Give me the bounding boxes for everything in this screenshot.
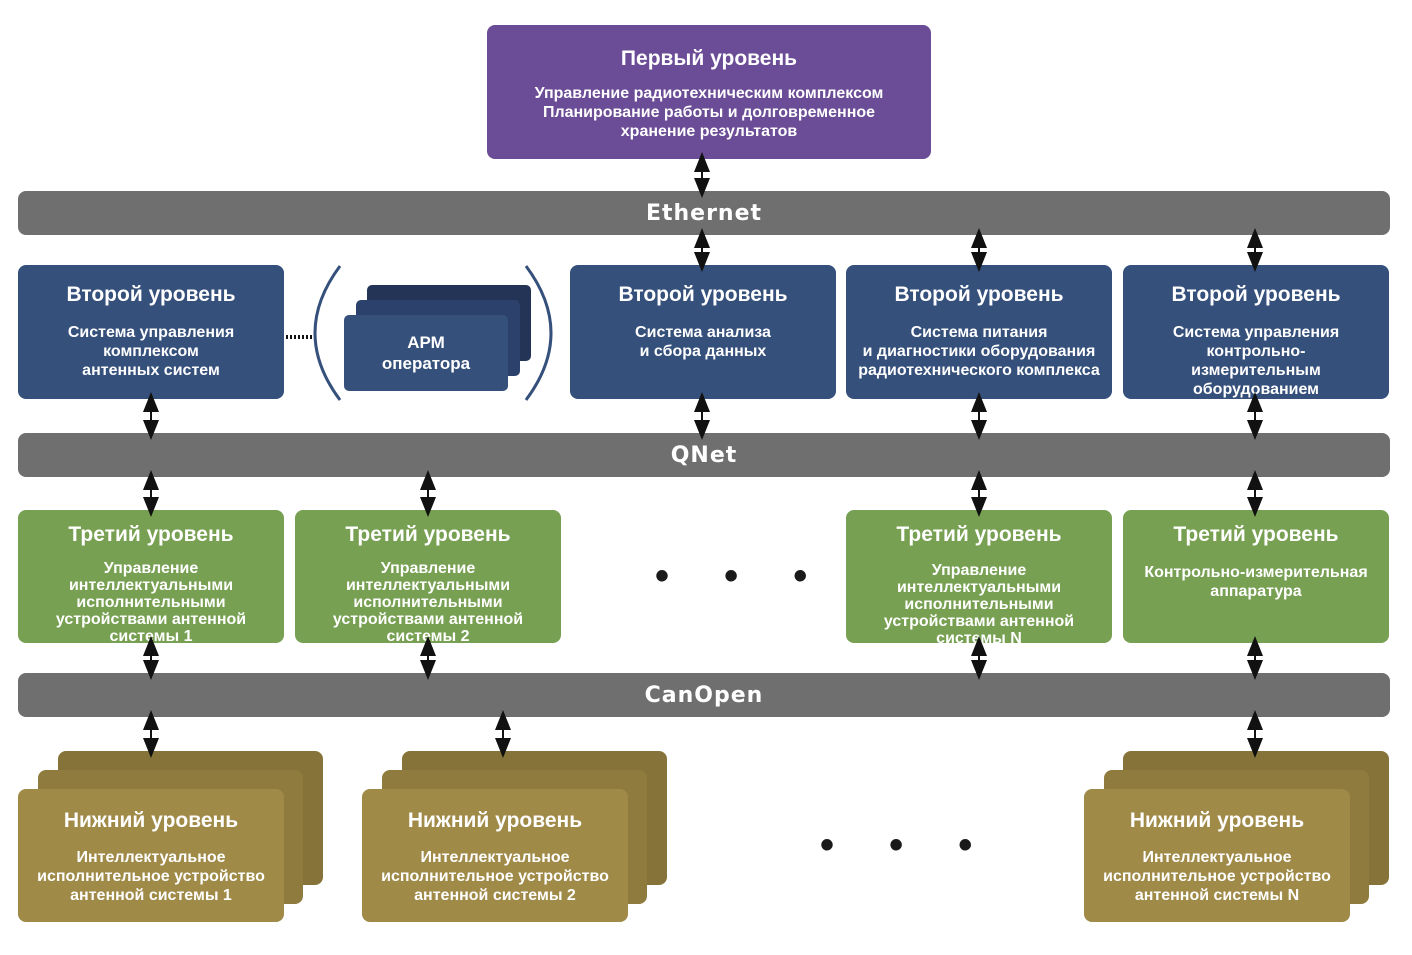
ethernet-bus: Ethernet [18,191,1390,235]
arm-left-paren [313,265,342,401]
level3-desc-line: Управление интеллектуальными [896,562,1062,596]
canopen-bus: CanOpen [18,673,1390,717]
lower-desc-line: исполнительное устройство [37,868,265,885]
level2-desc-line: Система питания [910,324,1048,341]
level2-desc-line: антенных систем [82,362,220,379]
level1-box: Первый уровень Управление радиотехническ… [487,25,931,159]
level2-title: Второй уровень [894,283,1064,306]
level1-desc-line: Управление радиотехническим комплексом [534,85,884,102]
lower-desc: Интеллектуальное исполнительное устройст… [33,848,269,905]
level2-desc-line: измерительным оборудованием [1191,362,1321,398]
level3-title: Третий уровень [345,523,511,546]
level2-box-antenna-control: Второй уровень Система управления компле… [18,265,284,399]
level3-desc: Контрольно-измерительная аппаратура [1140,563,1371,601]
level3-ellipsis: • • • [655,554,830,598]
lower-desc-line: Интеллектуальное [420,849,570,866]
level2-box-power-diagnostics: Второй уровень Система питания и диагнос… [846,265,1112,399]
lower-box-2: Нижний уровень Интеллектуальное исполнит… [362,789,628,922]
level2-title: Второй уровень [1171,283,1341,306]
lower-desc-line: исполнительное устройство [1103,868,1331,885]
level2-desc-line: Система управления [67,324,235,341]
lower-desc-line: исполнительное устройство [381,868,609,885]
level2-desc-line: и сбора данных [639,343,767,360]
level1-desc: Управление радиотехническим комплексом П… [531,84,888,141]
lower-desc: Интеллектуальное исполнительное устройст… [377,848,613,905]
arm-label-line2: оператора [381,354,471,373]
level3-desc-line: исполнительными [904,596,1054,613]
lower-box-n: Нижний уровень Интеллектуальное исполнит… [1084,789,1350,922]
lower-desc-line: антенной системы 1 [70,887,232,904]
arm-right-paren [524,265,553,401]
level3-title: Третий уровень [68,523,234,546]
level2-box-measurement-control: Второй уровень Система управления контро… [1123,265,1389,399]
lower-desc: Интеллектуальное исполнительное устройст… [1099,848,1335,905]
lower-desc-line: Интеллектуальное [76,849,226,866]
level1-title: Первый уровень [620,47,798,70]
level1-desc-line: Планирование работы и долговременное [542,104,876,121]
level3-desc-line: Управление интеллектуальными [68,560,234,594]
level3-desc-line: Контрольно-измерительная [1144,564,1368,581]
level2-box-data-analysis: Второй уровень Система анализа и сбора д… [570,265,836,399]
level2-desc-line: Система управления [1172,324,1340,341]
level2-desc-line: комплексом [103,343,199,360]
level3-desc-line: Управление интеллектуальными [345,560,511,594]
level1-desc-line: хранение результатов [620,123,798,140]
lower-box-1: Нижний уровень Интеллектуальное исполнит… [18,789,284,922]
level2-desc: Система питания и диагностики оборудован… [854,323,1104,380]
lower-title: Нижний уровень [1129,809,1305,832]
level2-desc-line: контрольно- [1206,343,1306,360]
level3-box-antenna-1: Третий уровень Управление интеллектуальн… [18,510,284,645]
lower-desc-line: Интеллектуальное [1142,849,1292,866]
level3-box-measurement: Третий уровень Контрольно-измерительная … [1123,510,1389,643]
level3-desc: Управление интеллектуальными исполнитель… [18,560,284,645]
level3-desc-line: устройствами антенной [55,611,247,628]
level3-desc-line: исполнительными [76,594,226,611]
level2-desc: Система управления контрольно- измерител… [1123,323,1389,399]
lower-ellipsis: • • • [820,823,995,867]
level3-desc-line: аппаратура [1210,583,1302,600]
level2-desc-line: радиотехнического комплекса [858,362,1100,379]
level2-desc-line: Система анализа [635,324,771,341]
qnet-bus: QNet [18,433,1390,477]
level3-title: Третий уровень [1173,523,1339,546]
level2-desc: Система анализа и сбора данных [631,323,775,361]
level3-desc-line: исполнительными [353,594,503,611]
level3-desc-line: устройствами антенной [332,611,524,628]
level2-desc: Система управления комплексом антенных с… [64,323,238,380]
lower-title: Нижний уровень [63,809,239,832]
lower-desc-line: антенной системы 2 [414,887,576,904]
level3-desc-line: устройствами антенной [883,613,1075,630]
arm-label-line1: АРМ [407,333,445,352]
level2-title: Второй уровень [66,283,236,306]
lower-desc-line: антенной системы N [1134,887,1300,904]
level2-title: Второй уровень [618,283,788,306]
level2-desc-line: и диагностики оборудования [862,343,1096,360]
level3-title: Третий уровень [896,523,1062,546]
lower-title: Нижний уровень [407,809,583,832]
arm-operator-box: АРМ оператора [344,315,508,391]
